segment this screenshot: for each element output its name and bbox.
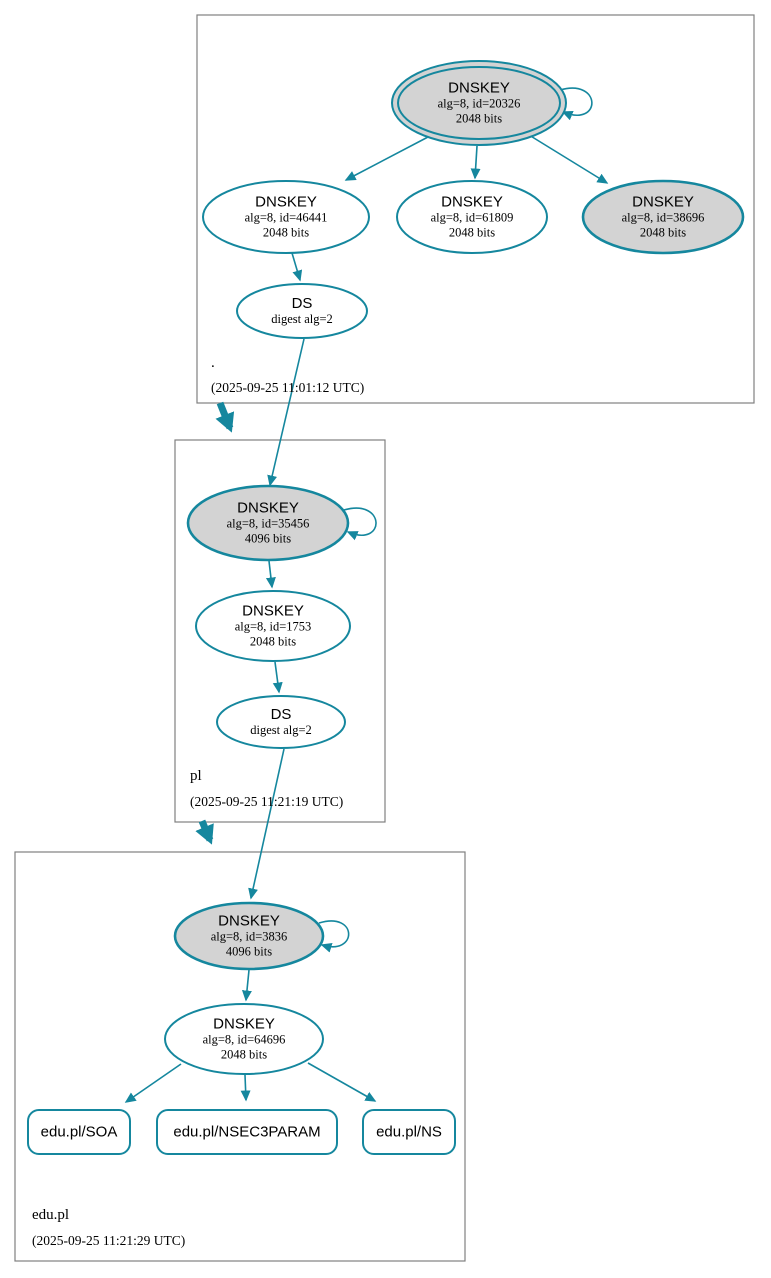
- edge-edupl-zsk-to-ns: [307, 1062, 377, 1102]
- node-root-zsk-61809[interactable]: [396, 180, 548, 254]
- node-root-ksk-38696[interactable]: [581, 179, 745, 255]
- edge-root-ksk-to-ksk-38696: [528, 134, 609, 184]
- node-rrset-edupl-soa[interactable]: [27, 1109, 131, 1155]
- edge-root-ksk-to-zsk-61809: [470, 145, 481, 180]
- edge-delegation-pl-to-edupl: [195, 819, 214, 845]
- edge-root-ksk-selfsign-loop: [559, 87, 593, 121]
- node-rrset-edupl-ns[interactable]: [362, 1109, 456, 1155]
- zone-timestamp-edupl: (2025-09-25 11:21:29 UTC): [32, 1233, 186, 1248]
- zone-name-pl: pl: [190, 768, 202, 784]
- node-edupl-ksk-3836[interactable]: [173, 901, 325, 971]
- node-rrset-edupl-nsec3param[interactable]: [156, 1109, 338, 1155]
- zone-timestamp-pl: (2025-09-25 11:21:19 UTC): [190, 794, 344, 809]
- edge-root-zsk-to-ds: [291, 252, 303, 282]
- edge-pl-ds-to-edupl-ksk: [248, 748, 285, 900]
- node-root-ksk-20326-inner: [397, 66, 561, 140]
- edge-root-ds-to-pl-ksk: [267, 338, 305, 487]
- edge-edupl-zsk-to-soa: [124, 1063, 182, 1103]
- node-pl-ds[interactable]: [216, 695, 346, 749]
- edge-edupl-ksk-to-zsk: [241, 969, 252, 1002]
- node-pl-zsk-1753[interactable]: [195, 590, 351, 662]
- edge-pl-ksk-selfsign-loop: [343, 507, 377, 541]
- zone-timestamp-root: (2025-09-25 11:01:12 UTC): [211, 380, 365, 395]
- node-root-zsk-46441[interactable]: [202, 180, 370, 254]
- zone-box-edupl: [14, 851, 466, 1262]
- node-edupl-zsk-64696[interactable]: [164, 1003, 324, 1075]
- zone-name-edupl: edu.pl: [32, 1207, 70, 1223]
- edge-pl-ksk-to-zsk: [265, 560, 276, 589]
- edge-edupl-zsk-to-nsec3param: [240, 1074, 251, 1102]
- node-pl-ksk-35456[interactable]: [186, 484, 350, 562]
- zone-name-root: .: [211, 355, 215, 371]
- edge-delegation-root-to-pl: [215, 401, 235, 433]
- node-root-ksk-20326-outer[interactable]: [391, 60, 567, 146]
- node-root-ds[interactable]: [236, 283, 368, 339]
- edge-root-ksk-to-zsk-46441: [344, 136, 429, 181]
- zone-box-root: [196, 14, 755, 404]
- edge-pl-zsk-to-ds: [272, 661, 283, 694]
- edge-edupl-ksk-selfsign-loop: [318, 920, 350, 953]
